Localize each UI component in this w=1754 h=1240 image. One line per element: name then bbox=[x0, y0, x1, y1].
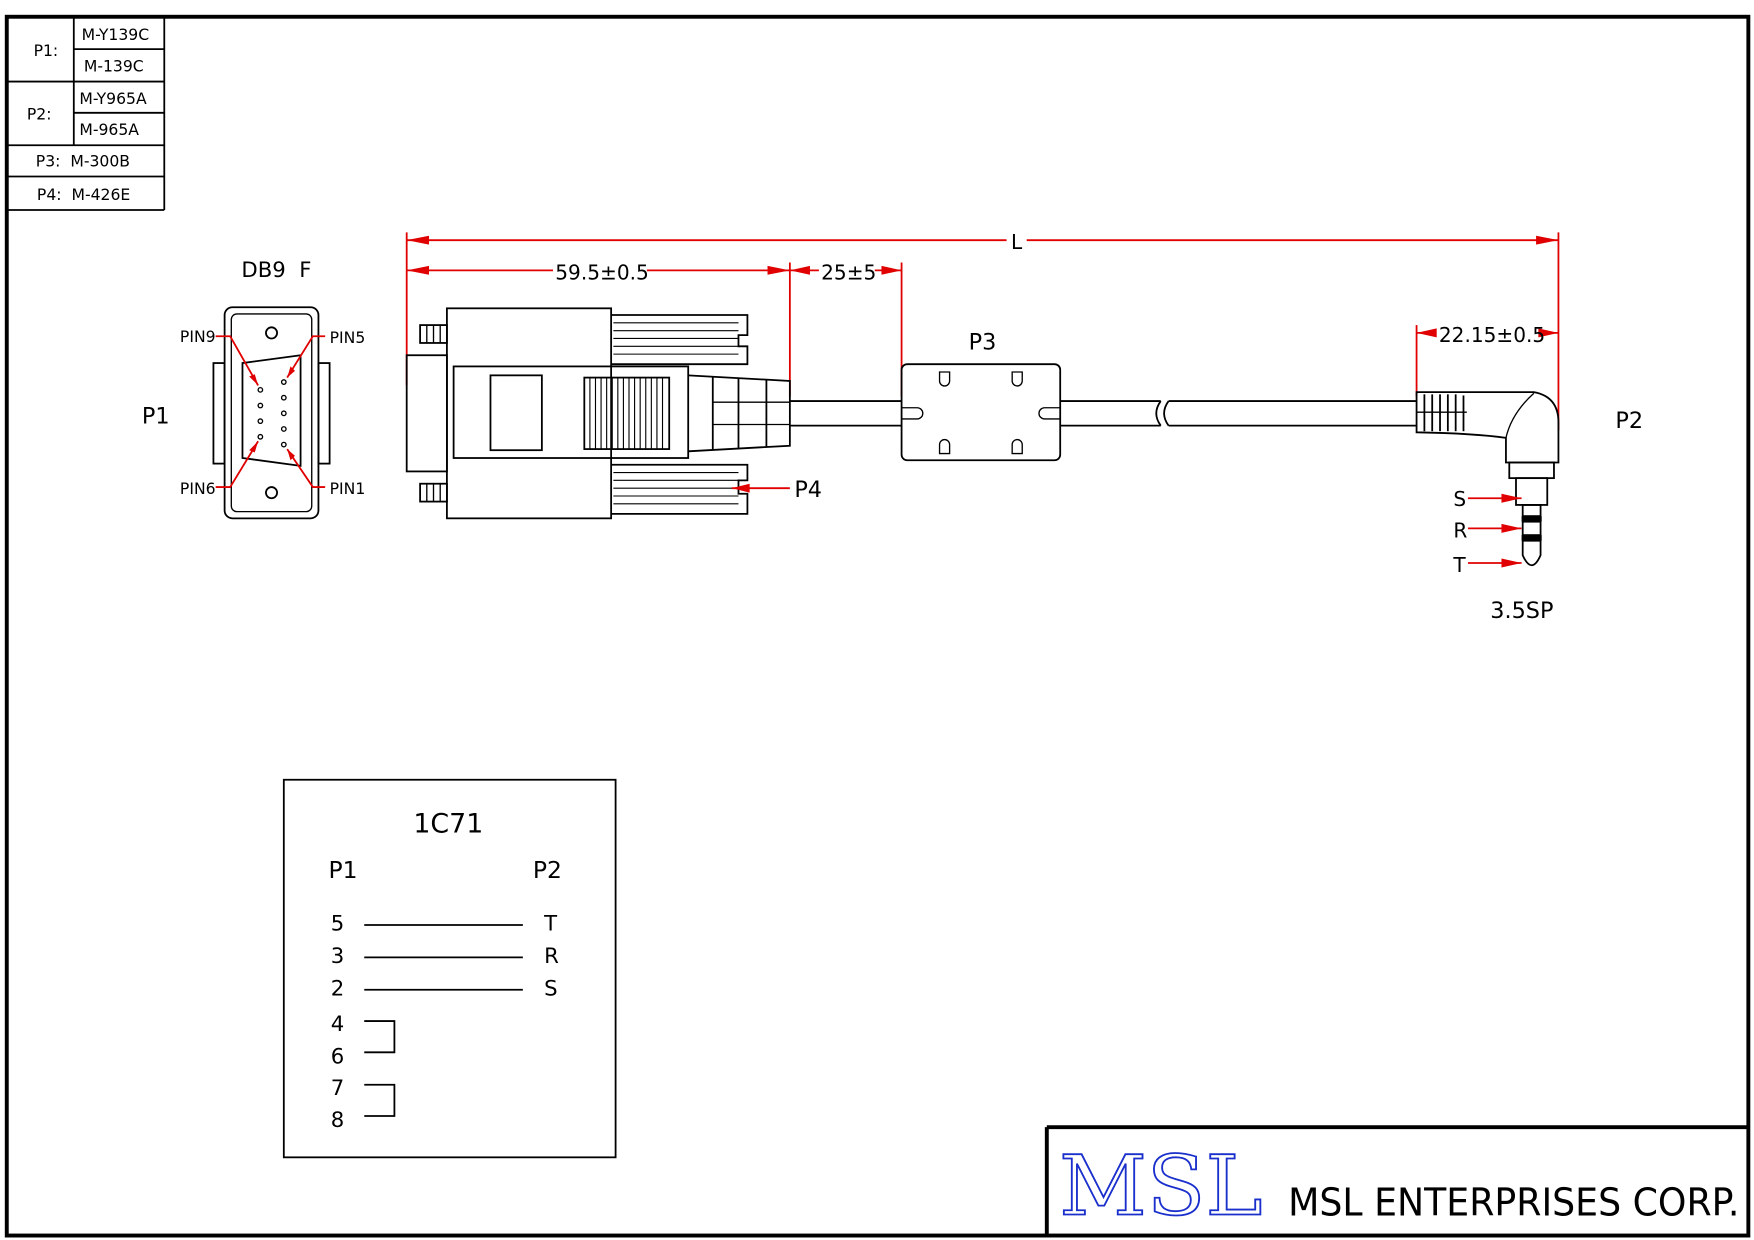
dim-plug-length: 22.15±0.5 bbox=[1439, 323, 1545, 347]
p3-row: P3: M-300B bbox=[36, 151, 130, 170]
p4-row: P4: M-426E bbox=[37, 185, 130, 204]
db9-title: DB9 F bbox=[241, 258, 311, 283]
jumper-link bbox=[364, 1020, 396, 1054]
company-name: MSL ENTERPRISES CORP. bbox=[1288, 1180, 1739, 1224]
ferrite-core: P3 bbox=[900, 330, 1062, 462]
jumper-pin: 6 bbox=[331, 1044, 345, 1069]
jumper-pin: 4 bbox=[331, 1012, 345, 1037]
sleeve-label: S bbox=[1453, 487, 1466, 511]
boot-callout: P4 bbox=[731, 477, 822, 503]
pin5-label: PIN5 bbox=[330, 328, 366, 347]
p1-callout: P1 bbox=[142, 403, 170, 429]
dimension-lines: L 59.5±0.5 25±5 22.15±0.5 bbox=[405, 230, 1560, 431]
db9-side-view bbox=[405, 307, 791, 520]
pin-leaders bbox=[215, 335, 326, 488]
p1-label: P1: bbox=[34, 41, 59, 60]
ferrite-label: P3 bbox=[969, 330, 997, 356]
wire-to-pin: R bbox=[544, 944, 559, 969]
p2-part-a: M-Y965A bbox=[79, 89, 147, 108]
wire-to-pin: T bbox=[543, 912, 558, 937]
p2-label: P2: bbox=[27, 105, 52, 124]
pin6-label: PIN6 bbox=[180, 479, 216, 498]
stereo-plug: P2 S R T 3.5SP bbox=[1415, 391, 1643, 624]
wiring-p2-header: P2 bbox=[533, 856, 562, 884]
wire-from-pin: 5 bbox=[331, 912, 345, 937]
pin1-label: PIN1 bbox=[330, 479, 366, 498]
db9-connector-face: DB9 F P1 PIN9 bbox=[142, 258, 366, 520]
company-logo: MSL bbox=[1059, 1138, 1262, 1234]
sheet-border bbox=[4, 14, 1751, 1238]
boot-label: P4 bbox=[794, 477, 822, 503]
wire-to-pin: S bbox=[544, 976, 557, 1001]
p1-part-a: M-Y139C bbox=[82, 25, 150, 44]
jumper-link bbox=[364, 1083, 396, 1117]
wiring-diagram: 1C71 P1 P2 5 T 3 R 2 S 4 6 7 8 bbox=[282, 778, 617, 1159]
jumper-pin: 7 bbox=[331, 1076, 345, 1101]
wire-from-pin: 3 bbox=[331, 944, 345, 969]
p2-part-b: M-965A bbox=[79, 120, 139, 139]
tip-label: T bbox=[1452, 553, 1466, 577]
db9-pins bbox=[257, 379, 287, 448]
dim-overall-length: L bbox=[1011, 230, 1023, 254]
parts-table: P1: M-Y139C M-139C P2: M-Y965A M-965A P3… bbox=[6, 16, 166, 211]
plug-type-label: 3.5SP bbox=[1490, 598, 1553, 624]
jumper-pin: 8 bbox=[331, 1108, 345, 1133]
dim-connector-length: 59.5±0.5 bbox=[555, 260, 649, 284]
ring-label: R bbox=[1453, 518, 1467, 542]
cable bbox=[789, 400, 1417, 427]
title-block: MSL MSL ENTERPRISES CORP. bbox=[1044, 1125, 1749, 1236]
p1-part-b: M-139C bbox=[84, 56, 144, 75]
wiring-p1-header: P1 bbox=[328, 856, 357, 884]
plug-end-label: P2 bbox=[1615, 408, 1643, 434]
pin9-label: PIN9 bbox=[180, 327, 216, 346]
wiring-title: 1C71 bbox=[413, 808, 483, 839]
wire-from-pin: 2 bbox=[331, 976, 345, 1001]
dim-ferrite-offset: 25±5 bbox=[821, 260, 876, 284]
